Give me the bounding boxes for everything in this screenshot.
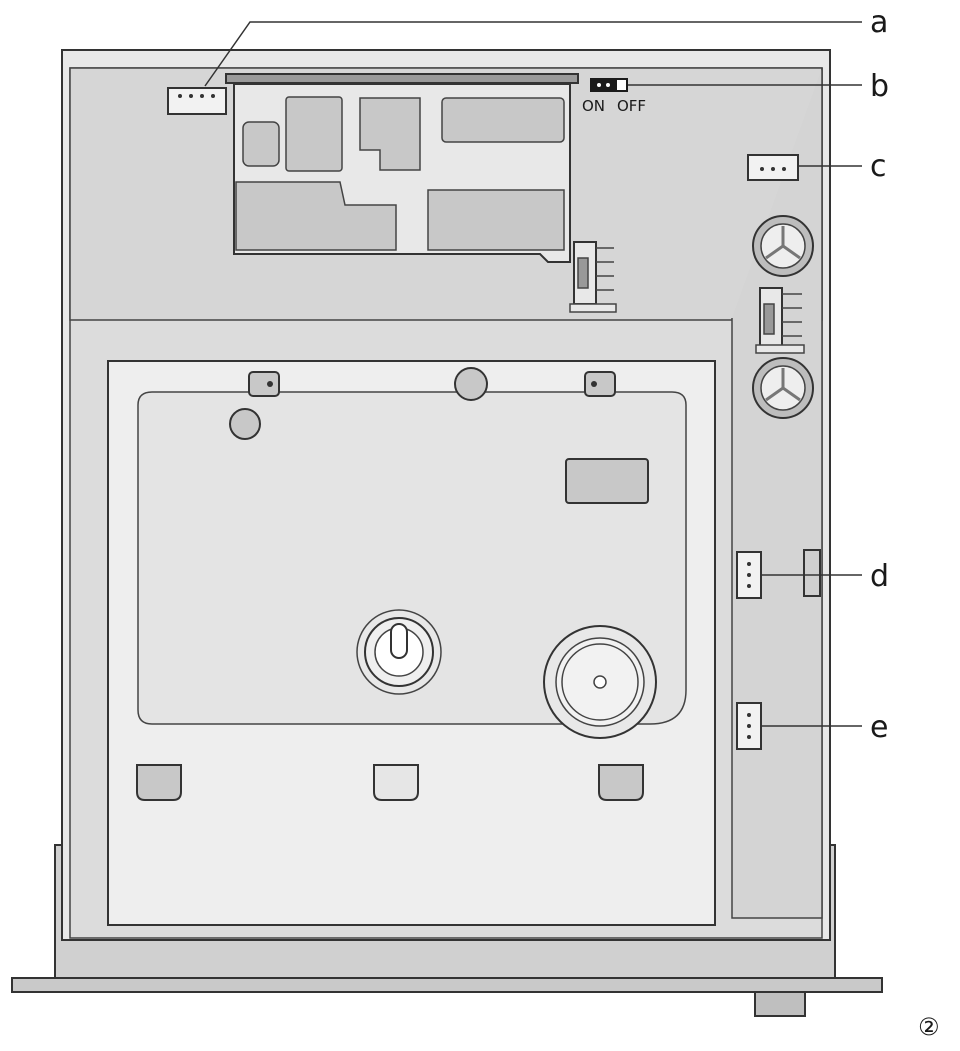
peg-top bbox=[454, 367, 488, 401]
block-upper-right bbox=[565, 458, 649, 504]
dip-switch-b bbox=[590, 78, 628, 92]
keyed-socket bbox=[356, 609, 442, 695]
heat-sink-clip-upper bbox=[569, 241, 617, 313]
mounting-tab-right bbox=[584, 371, 616, 397]
callout-e: e bbox=[870, 710, 888, 745]
switch-on-label: ON bbox=[582, 97, 605, 115]
bottom-tab-left bbox=[136, 764, 182, 801]
callout-b: b bbox=[870, 69, 889, 104]
connector-e bbox=[736, 702, 762, 750]
bottom-tab-right bbox=[598, 764, 644, 801]
callout-c: c bbox=[870, 149, 887, 184]
round-port bbox=[543, 625, 657, 739]
round-knob-lower bbox=[752, 357, 814, 419]
pcb-module bbox=[225, 73, 579, 263]
callout-a: a bbox=[870, 5, 888, 40]
leader-lines bbox=[204, 21, 862, 727]
mounting-tab-left bbox=[248, 371, 280, 397]
bottom-tab-middle bbox=[373, 764, 419, 801]
switch-off-label: OFF bbox=[617, 97, 646, 115]
leader-line-a bbox=[204, 21, 862, 87]
connector-a bbox=[167, 87, 227, 115]
round-knob-upper bbox=[752, 215, 814, 277]
callout-d: d bbox=[870, 559, 889, 594]
connector-d bbox=[736, 551, 762, 599]
side-latch bbox=[803, 549, 821, 597]
figure-number: ② bbox=[918, 1013, 940, 1041]
heat-sink-clip-middle bbox=[755, 287, 805, 354]
peg-left bbox=[229, 408, 261, 440]
connector-c bbox=[747, 154, 799, 181]
